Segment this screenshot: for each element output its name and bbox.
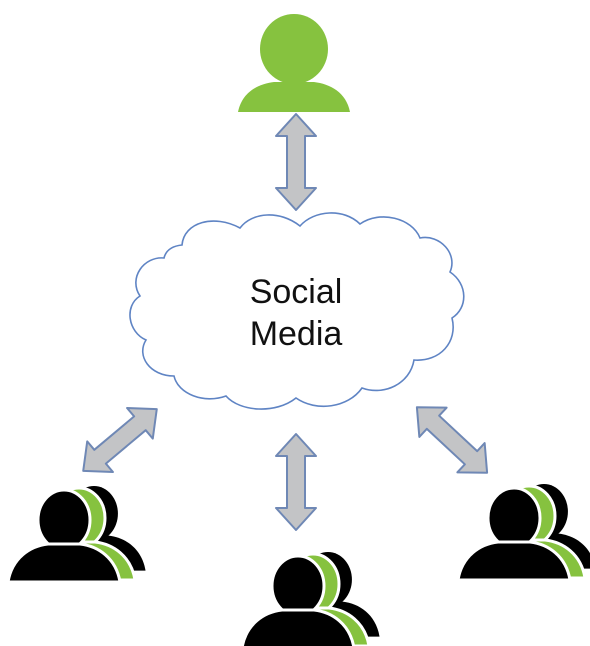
people-group-icon xyxy=(458,484,590,580)
double-arrow-icon xyxy=(402,391,502,489)
double-arrow-icon xyxy=(275,433,317,531)
cloud-label-line2: Media xyxy=(250,315,343,353)
people-group-icon xyxy=(242,552,380,646)
sender-person-icon xyxy=(238,14,350,112)
double-arrow-icon xyxy=(69,392,171,488)
double-arrow-icon xyxy=(275,113,317,211)
social-media-cloud: Social Media xyxy=(129,212,465,410)
people-group-icon xyxy=(8,486,146,582)
cloud-label-line1: Social xyxy=(250,273,343,311)
